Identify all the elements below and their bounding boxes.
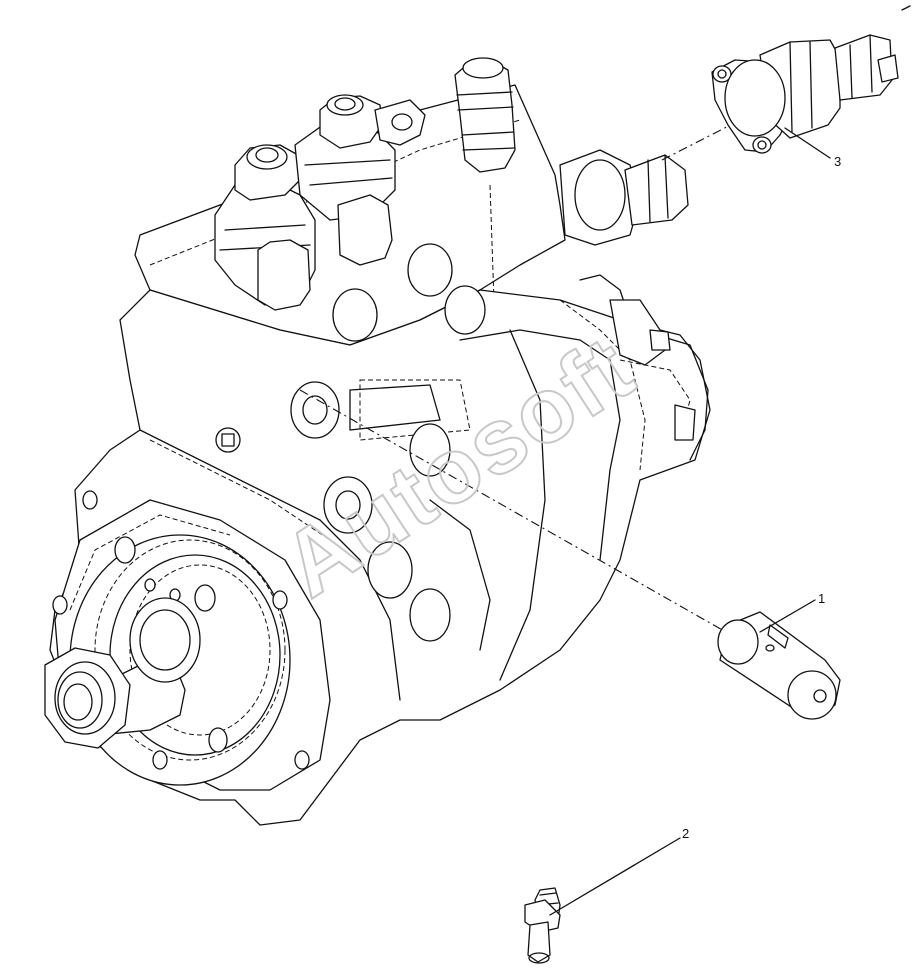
callout-labels: 3 1 2	[682, 154, 841, 841]
speed-sensor	[524, 887, 561, 964]
corner-mark	[901, 5, 911, 11]
callout-label-3: 3	[834, 154, 841, 169]
explosion-lines	[299, 109, 761, 641]
drive-shaft-pin	[717, 611, 841, 720]
pump-assembly	[44, 57, 711, 826]
callout-leaders	[549, 127, 831, 916]
metering-valve	[711, 34, 899, 154]
callout-label-1: 1	[818, 591, 825, 606]
callout-label-2: 2	[682, 826, 689, 841]
